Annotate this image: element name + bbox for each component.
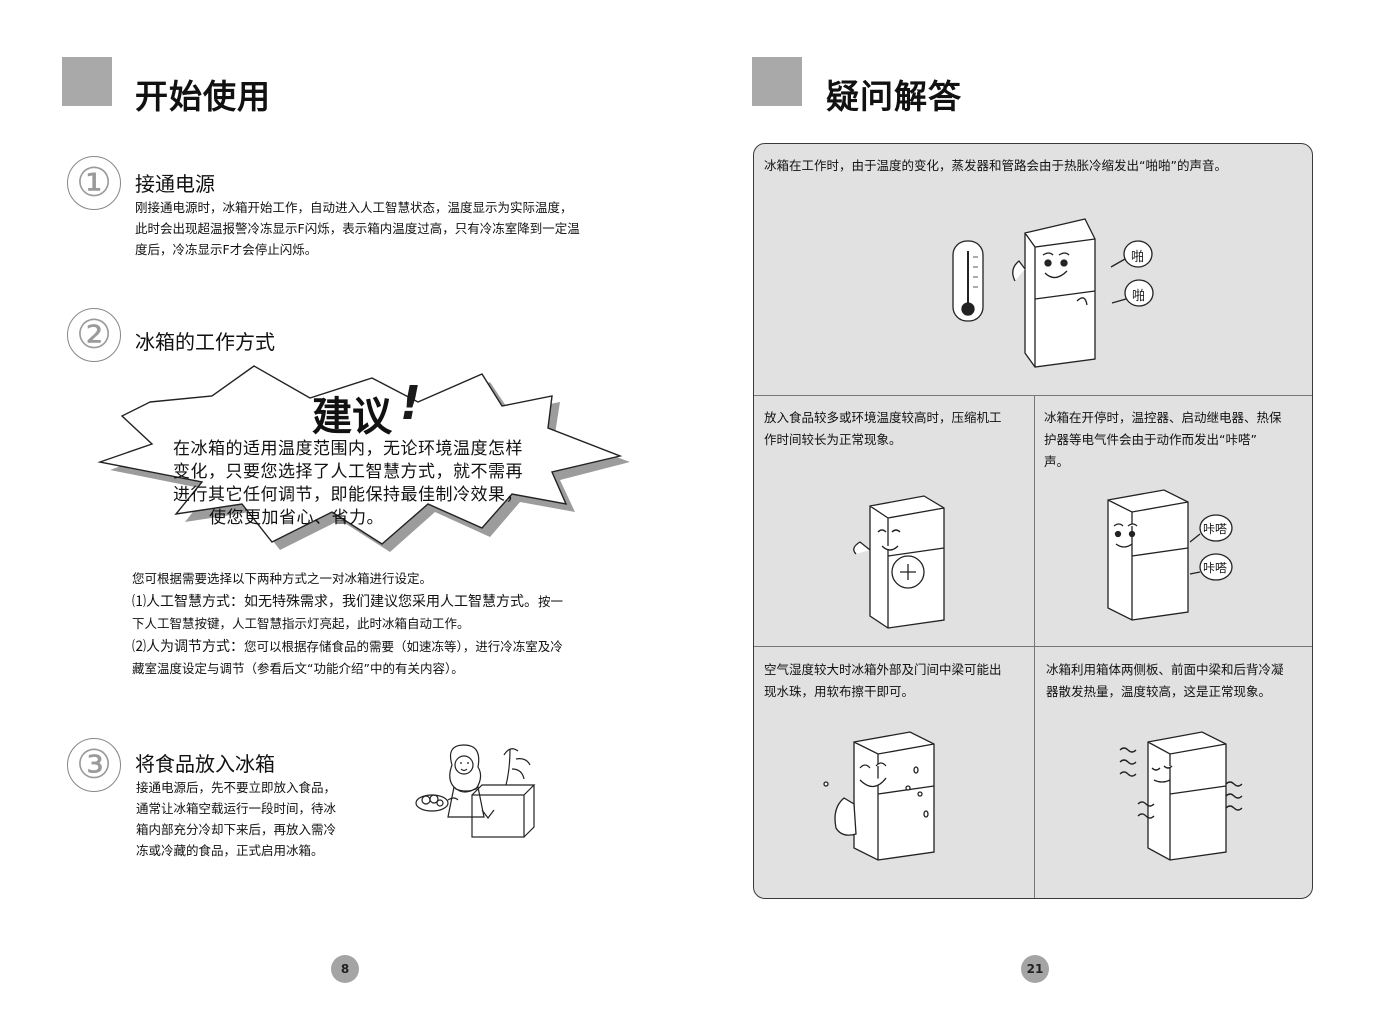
section-3-heading: 将食品放入冰箱 (135, 752, 275, 776)
advice-line-1: 在冰箱的适用温度范围内，无论环境温度怎样 (173, 439, 523, 459)
faq-mid-left-line-1: 放入食品较多或环境温度较高时，压缩机工 (764, 410, 1002, 425)
faq-bot-right-line-2: 器散发热量，温度较高，这是正常现象。 (1046, 684, 1272, 699)
section-1-line-2: 此时会出现超温报警冷冻显示F闪烁，表示箱内温度过高，只有冷冻室降到一定温 (135, 221, 580, 236)
method-1-rest: 按一 (538, 594, 564, 609)
fridge-condensation-illustration (823, 731, 935, 861)
section-1-heading: 接通电源 (135, 172, 215, 196)
faq-divider-v (1034, 396, 1035, 898)
section-1-body: 刚接通电源时，冰箱开始工作，自动进入人工智慧状态，温度显示为实际温度， 此时会出… (135, 197, 635, 260)
faq-mid-left-text: 放入食品较多或环境温度较高时，压缩机工 作时间较长为正常现象。 (764, 407, 1029, 451)
faq-top-text: 冰箱在工作时，由于温度的变化，蒸发器和管路会由于热胀冷缩发出“啪啪”的声音。 (764, 158, 1227, 173)
section-2-number: ② (67, 308, 121, 362)
faq-bot-left-line-1: 空气湿度较大时冰箱外部及门间中梁可能出 (764, 662, 1002, 677)
section-1-number: ① (67, 156, 121, 210)
method-1-line-2: 下人工智慧按键，人工智慧指示灯亮起，此时冰箱自动工作。 (132, 616, 470, 631)
section-3-line-3: 箱内部充分冷却下来后，再放入需冷 (136, 822, 337, 837)
methods-intro: 您可根据需要选择以下两种方式之一对冰箱进行设定。 (132, 571, 433, 586)
advice-burst-shape (97, 365, 630, 552)
advice-title: 建议 (312, 394, 392, 440)
method-1-line-1: ⑴人工智慧方式：如无特殊需求，我们建议您采用人工智慧方式。按一 (132, 591, 563, 613)
fridge-compressor-illustration (853, 495, 945, 629)
advice-line-3: 进行其它任何调节，即能保持最佳制冷效果， (173, 485, 523, 505)
bubble-kada-2: 咔嗒 (1203, 561, 1228, 575)
section-1-line-1: 刚接通电源时，冰箱开始工作，自动进入人工智慧状态，温度显示为实际温度， (135, 200, 573, 215)
method-1-emphasis: 如无特殊需求，我们建议您采用人工智慧方式。 (244, 594, 538, 610)
bubble-pa-2: 啪 (1132, 289, 1146, 304)
faq-mid-left-line-2: 作时间较长为正常现象。 (764, 432, 902, 447)
left-page-title: 开始使用 (135, 77, 271, 116)
woman-fridge-illustration (415, 744, 536, 838)
faq-mid-right-line-2: 护器等电气件会由于动作而发出“咔嗒” (1044, 432, 1257, 447)
right-page-number: 21 (1021, 955, 1049, 983)
section-3-line-1: 接通电源后，先不要立即放入食品， (136, 780, 337, 795)
left-page-number: 8 (331, 955, 359, 983)
fridge-heat-illustration (1119, 731, 1243, 861)
bubble-pa-1: 啪 (1131, 250, 1145, 265)
faq-mid-right-line-3: 声。 (1044, 454, 1070, 469)
advice-line-2: 变化，只要您选择了人工智慧方式，就不需再 (173, 462, 523, 482)
faq-bot-right-text: 冰箱利用箱体两侧板、前面中梁和后背冷凝 器散发热量，温度较高，这是正常现象。 (1046, 659, 1311, 703)
method-2-line-2: 藏室温度设定与调节（参看后文“功能介绍”中的有关内容）。 (132, 661, 464, 676)
faq-mid-right-line-1: 冰箱在开停时，温控器、启动继电器、热保 (1044, 410, 1282, 425)
method-1-label: ⑴人工智慧方式： (132, 594, 244, 610)
section-1-line-3: 度后，冷冻显示F才会停止闪烁。 (135, 242, 318, 257)
faq-mid-right-text: 冰箱在开停时，温控器、启动继电器、热保 护器等电气件会由于动作而发出“咔嗒” 声… (1044, 407, 1309, 473)
method-2-label: ⑵人为调节方式： (132, 639, 244, 655)
section-3-number: ③ (67, 738, 121, 792)
section-3-line-4: 冻或冷藏的食品，正式启用冰箱。 (136, 843, 324, 858)
method-2-rest: 您可以根据存储食品的需要（如速冻等），进行冷冻室及冷 (244, 639, 563, 654)
faq-bot-left-line-2: 现水珠，用软布擦干即可。 (764, 684, 915, 699)
bubble-kada-1: 咔嗒 (1203, 522, 1228, 536)
advice-burst-body (97, 365, 623, 545)
faq-divider-h1 (754, 395, 1312, 396)
section-2-heading: 冰箱的工作方式 (135, 330, 275, 354)
left-title-block (62, 57, 112, 106)
faq-divider-h2 (754, 646, 1312, 647)
advice-exclamation: ! (400, 376, 421, 430)
section-3-body: 接通电源后，先不要立即放入食品， 通常让冰箱空载运行一段时间，待冰 箱内部充分冷… (136, 777, 396, 861)
faq-bot-right-line-1: 冰箱利用箱体两侧板、前面中梁和后背冷凝 (1046, 662, 1284, 677)
fridge-thermometer-illustration (952, 218, 1154, 368)
advice-line-4: 使您更加省心、省力。 (209, 508, 384, 528)
method-2-line-1: ⑵人为调节方式：您可以根据存储食品的需要（如速冻等），进行冷冻室及冷 (132, 636, 563, 658)
fridge-click-illustration (1107, 489, 1233, 621)
section-3-line-2: 通常让冰箱空载运行一段时间，待冰 (136, 801, 337, 816)
right-page-title: 疑问解答 (826, 77, 962, 116)
faq-bot-left-text: 空气湿度较大时冰箱外部及门间中梁可能出 现水珠，用软布擦干即可。 (764, 659, 1029, 703)
right-title-block (752, 57, 802, 106)
